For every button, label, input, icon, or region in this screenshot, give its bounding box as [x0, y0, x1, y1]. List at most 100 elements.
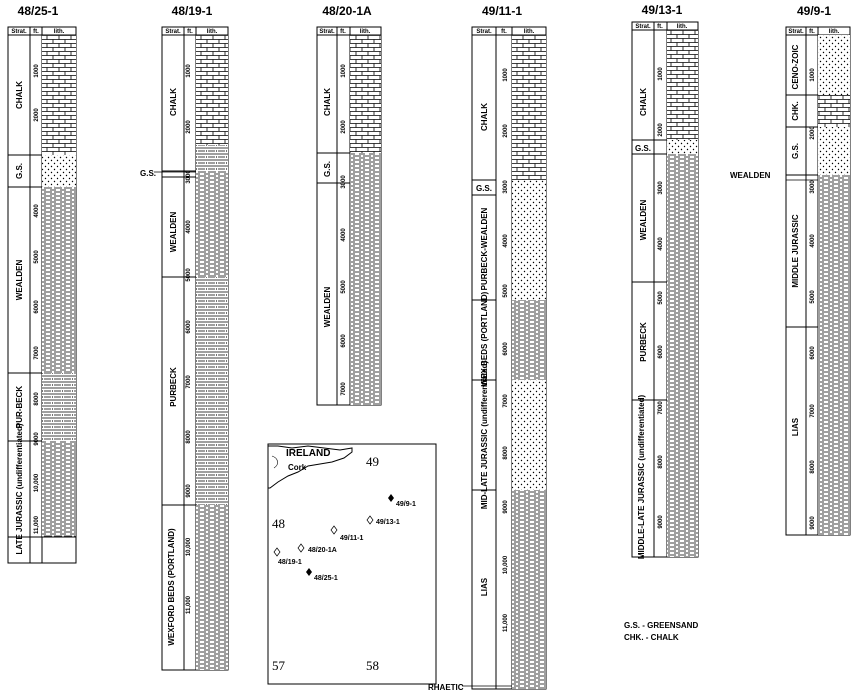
- depth-1000: 1000: [810, 68, 816, 82]
- unit-mid-late-jurassic: MID-LATE JURASSIC (undifferentiated): [480, 361, 489, 510]
- depth-1000: 1000: [186, 64, 192, 78]
- depth-2000: 2000: [658, 123, 664, 137]
- header-ft: ft.: [340, 29, 346, 35]
- depth-4000: 4000: [186, 220, 192, 234]
- depth-3000: 3000: [810, 180, 816, 194]
- depth-6000: 6000: [503, 342, 509, 356]
- well-title: 48/25-1: [18, 4, 59, 18]
- unit-middle-jurassic: MIDDLE JURASSIC: [791, 214, 800, 288]
- header-strat: Strat.: [476, 29, 492, 35]
- well-48-25-1: 48/25-1 Strat. ft. lith. CHALK G.S. WEAL…: [7, 4, 77, 564]
- header-strat: Strat.: [319, 29, 335, 35]
- well-marker: [273, 547, 281, 557]
- well-title: 48/20-1A: [322, 4, 372, 18]
- map-quad-58: 58: [366, 658, 379, 673]
- depth-10000: 10,000: [503, 555, 509, 574]
- map-well-49-13-1: 49/13-1: [376, 519, 400, 526]
- map-well-49-9-1: 49/9-1: [396, 501, 416, 508]
- unit-purbeck: PURBECK: [169, 367, 178, 407]
- unit-wexford-beds: WEXFORD BEDS (PORTLAND): [167, 528, 176, 646]
- depth-10000: 10,000: [34, 473, 40, 492]
- header-strat: Strat.: [11, 29, 27, 35]
- unit-wealden: WEALDEN: [639, 200, 648, 241]
- depth-5000: 5000: [341, 280, 347, 294]
- depth-7000: 7000: [810, 404, 816, 418]
- unit-chalk: CHALK: [323, 88, 332, 116]
- unit-chalk: CHALK: [639, 88, 648, 116]
- legend-item-chalk: CHK. - CHALK: [624, 633, 679, 642]
- well-marker: [388, 494, 394, 502]
- depth-3000: 3000: [658, 181, 664, 195]
- well-marker: [330, 525, 338, 535]
- unit-gs: G.S.: [15, 163, 24, 179]
- header-strat: Strat.: [635, 24, 651, 30]
- unit-wealden: WEALDEN: [15, 260, 24, 301]
- header-ft: ft.: [657, 24, 663, 30]
- well-49-11-1: 49/11-1 Strat. ft. lith. CHALK G.S. PURB…: [471, 4, 547, 690]
- depth-6000: 6000: [658, 345, 664, 359]
- header-ft: ft.: [501, 29, 507, 35]
- legend: G.S. - GREENSAND CHK. - CHALK: [624, 621, 698, 642]
- map-label-ireland: IRELAND: [286, 448, 330, 459]
- header-lith: lith.: [829, 29, 840, 35]
- depth-8000: 8000: [658, 455, 664, 469]
- unit-middle-late-jurassic: MIDDLE-LATE JURASSIC (undifferentiated): [637, 395, 646, 560]
- unit-gs: G.S.: [791, 143, 800, 159]
- depth-3000: 3000: [186, 170, 192, 184]
- depth-5000: 5000: [810, 290, 816, 304]
- unit-cenozoic: CENO-ZOIC: [791, 44, 800, 89]
- depth-2000: 2000: [34, 108, 40, 122]
- depth-11000: 11,000: [34, 515, 40, 534]
- depth-11000: 11,000: [503, 613, 509, 632]
- depth-9000: 9000: [658, 515, 664, 529]
- map-label-cork: Cork: [288, 463, 307, 472]
- unit-gs: G.S.: [635, 144, 651, 153]
- legend-item-greensand: G.S. - GREENSAND: [624, 621, 698, 630]
- unit-chalk: CHALK: [15, 81, 24, 109]
- header-lith: lith.: [207, 29, 218, 35]
- depth-8000: 8000: [503, 446, 509, 460]
- depth-1000: 1000: [503, 68, 509, 82]
- depth-4000: 4000: [810, 234, 816, 248]
- depth-9000: 9000: [34, 432, 40, 446]
- depth-6000: 6000: [186, 320, 192, 334]
- depth-2000: 2000: [186, 120, 192, 134]
- depth-1000: 1000: [34, 64, 40, 78]
- depth-2000: 2000: [503, 124, 509, 138]
- map-well-48-25-1: 48/25-1: [314, 575, 338, 582]
- unit-wex-beds: WEX.BEDS (PORTLAND): [480, 291, 489, 386]
- well-marker: [297, 543, 305, 553]
- unit-purbeck-wealden: PURBECK-WEALDEN: [480, 207, 489, 290]
- depth-3000: 3000: [341, 175, 347, 189]
- well-49-13-1: 49/13-1 Strat. ft. lith. CHALK G.S. WEAL…: [631, 3, 699, 560]
- depth-7000: 7000: [658, 401, 664, 415]
- depth-8000: 8000: [186, 430, 192, 444]
- unit-wealden: WEALDEN: [323, 287, 332, 328]
- depth-6000: 6000: [34, 300, 40, 314]
- depth-10000: 10,000: [186, 537, 192, 556]
- header-ft: ft.: [33, 29, 39, 35]
- well-marker: [306, 568, 312, 576]
- header-strat: Strat.: [165, 29, 181, 35]
- map-well-48-19-1: 48/19-1: [278, 559, 302, 566]
- header-lith: lith.: [677, 24, 688, 30]
- depth-1000: 1000: [341, 64, 347, 78]
- depth-2000: 2000: [341, 120, 347, 134]
- unit-chalk: CHALK: [480, 103, 489, 131]
- depth-5000: 5000: [658, 291, 664, 305]
- depth-7000: 7000: [503, 394, 509, 408]
- depth-5000: 5000: [503, 284, 509, 298]
- header-ft: ft.: [187, 29, 193, 35]
- depth-4000: 4000: [658, 237, 664, 251]
- depth-11000: 11,000: [186, 595, 192, 614]
- unit-wealden: WEALDEN: [169, 212, 178, 253]
- ireland-coastline: [267, 445, 353, 489]
- depth-6000: 6000: [810, 346, 816, 360]
- unit-chalk: CHALK: [169, 88, 178, 116]
- well-48-19-1: 48/19-1 Strat. ft. lith. CHALK WEALDEN P…: [161, 4, 229, 671]
- depth-9000: 9000: [810, 516, 816, 530]
- depth-3000: 3000: [503, 180, 509, 194]
- location-map: IRELAND Cork 49 48 57 58 49/9-1 49/13-1 …: [267, 443, 437, 685]
- side-label-wealden: WEALDEN: [730, 171, 771, 180]
- depth-2000: 2000: [810, 126, 816, 140]
